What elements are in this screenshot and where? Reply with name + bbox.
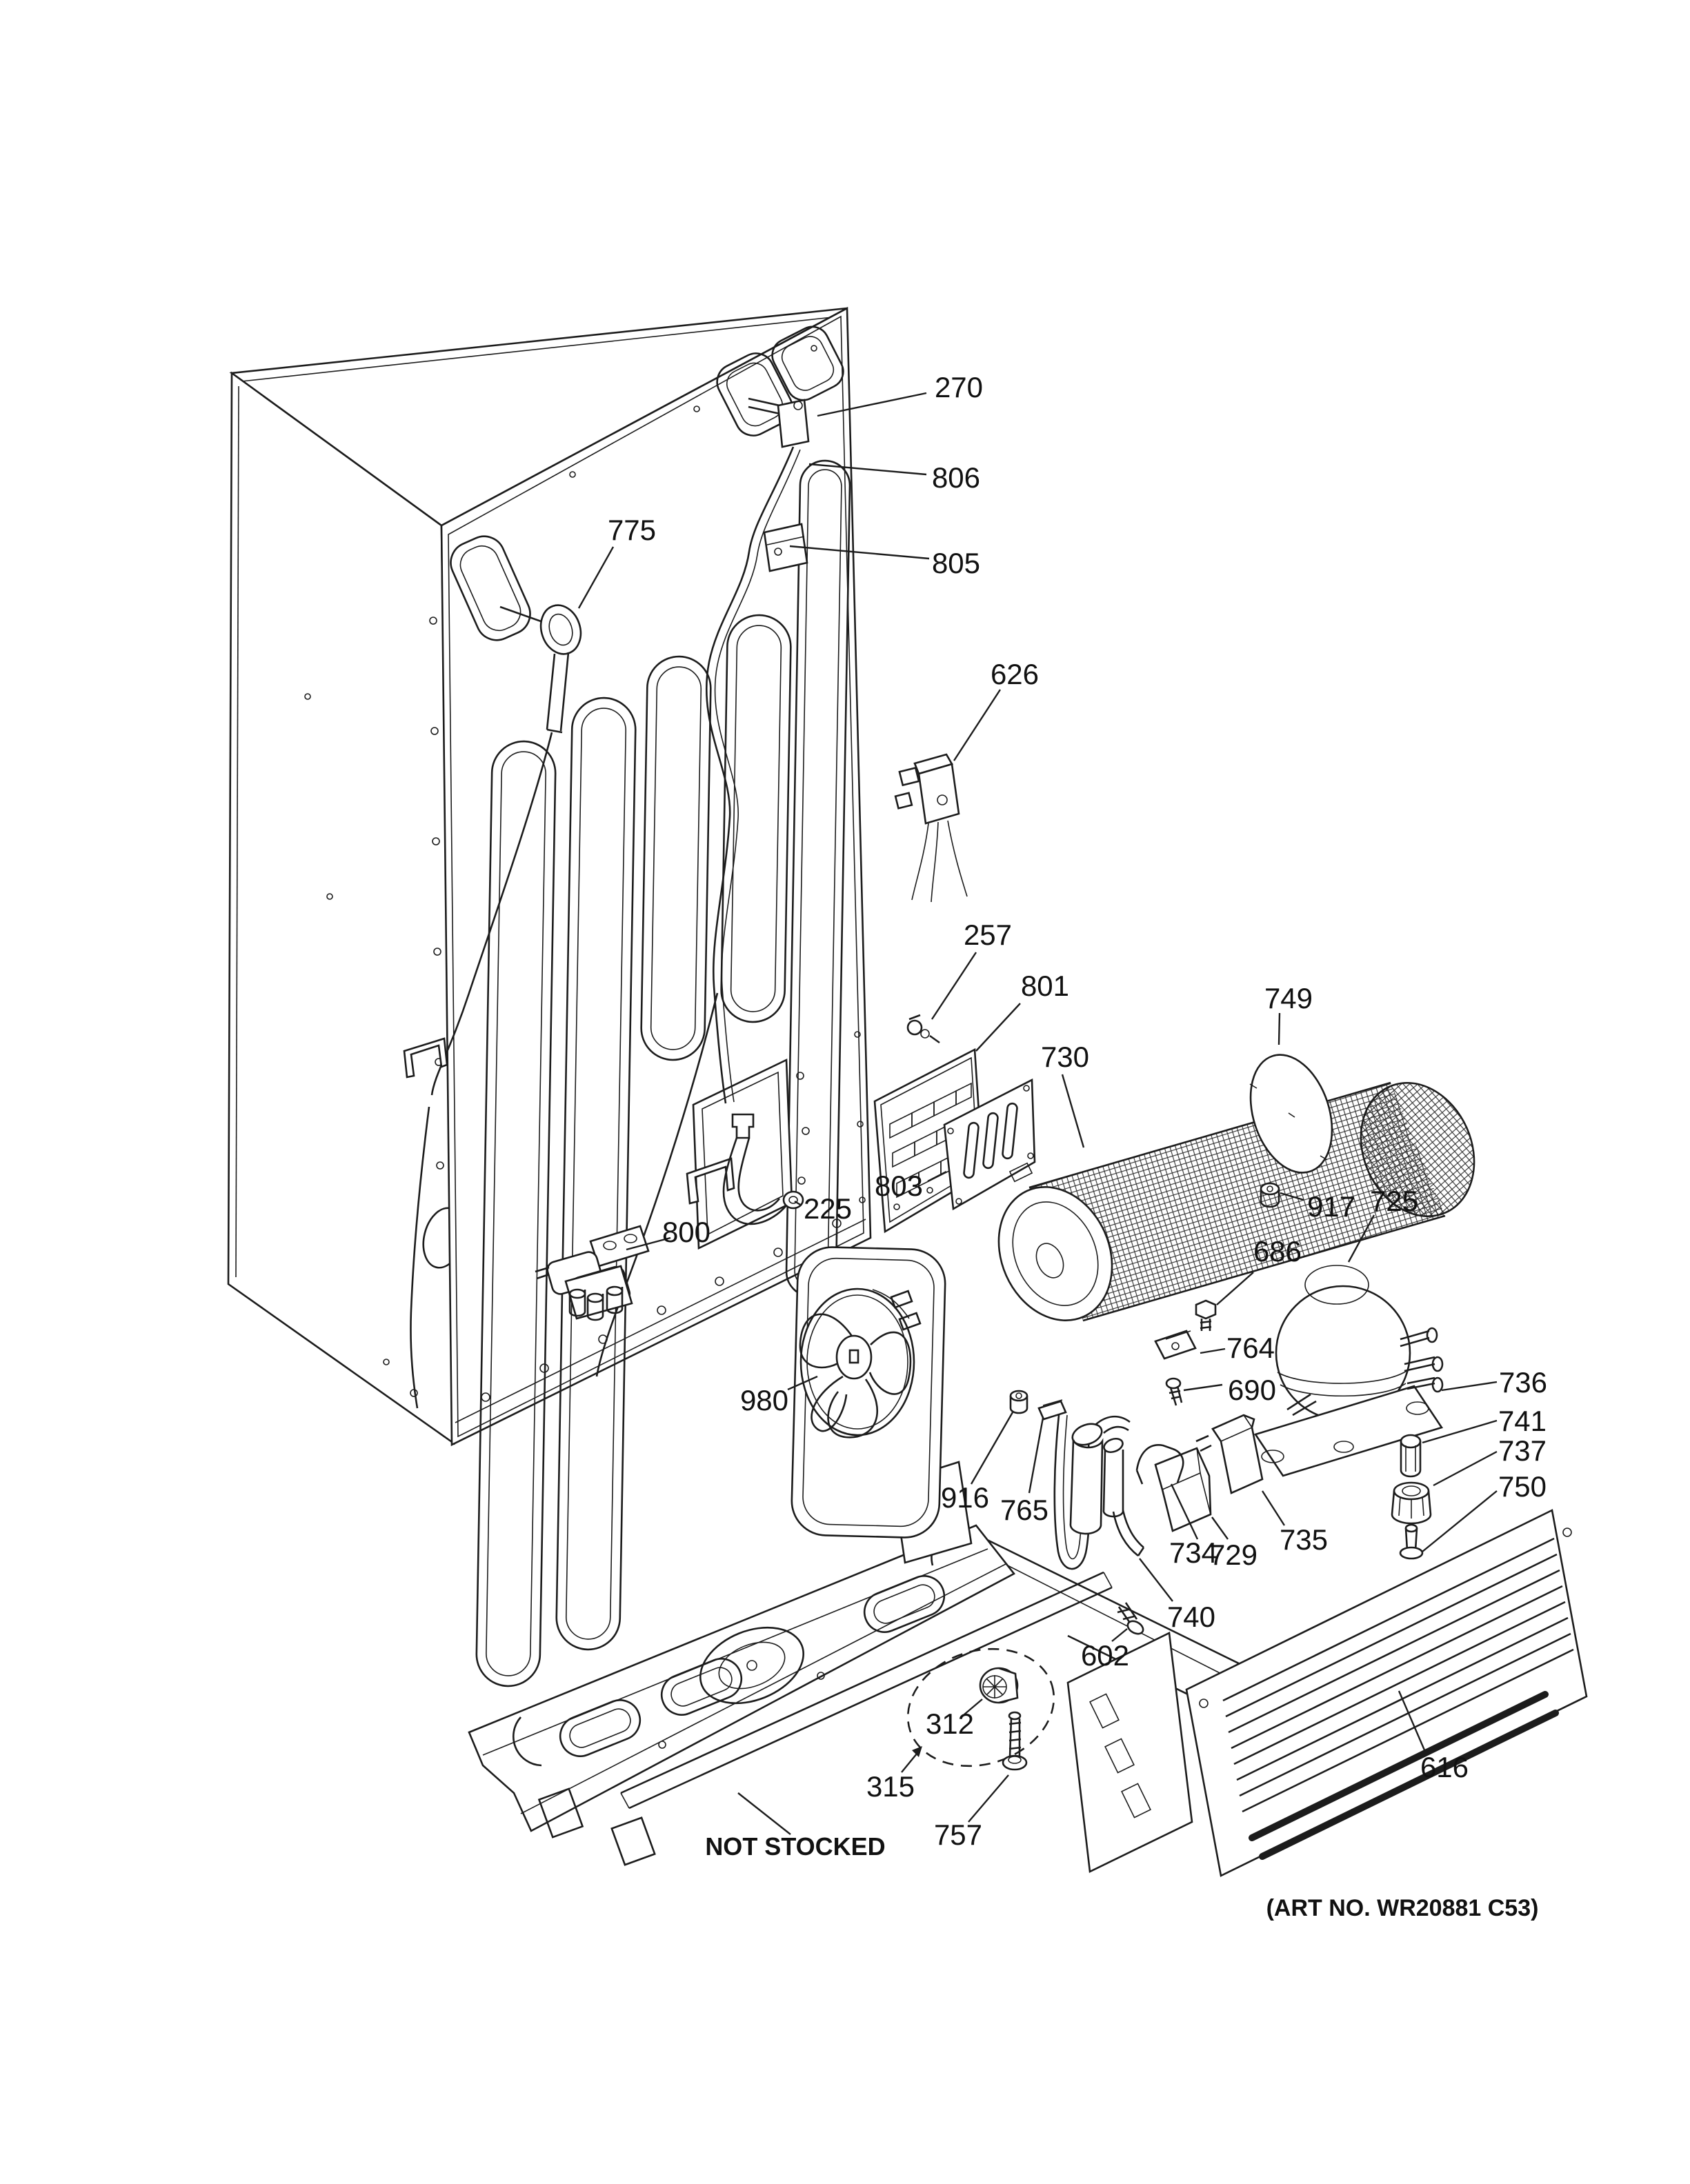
board-cover-803-part [943,1078,1036,1211]
callout-616: 616 [1420,1751,1469,1783]
bracket-765-part [1037,1399,1067,1421]
compressor-725-part [1253,1265,1444,1477]
clamp-734-part [1135,1444,1184,1485]
callout-686: 686 [1253,1235,1302,1268]
art-number: (ART NO. WR20881 C53) [1266,1895,1539,1921]
callout-757: 757 [934,1819,982,1851]
callout-725: 725 [1370,1185,1418,1217]
tube-clip-left [403,1037,448,1079]
callout-270: 270 [935,371,983,403]
callout-225: 225 [804,1192,852,1225]
water-valve-800-part [535,1225,650,1321]
callout-737: 737 [1498,1434,1547,1467]
condenser-730-part [997,1081,1475,1322]
cabinet-left-wall [227,371,455,1445]
callout-736: 736 [1499,1366,1547,1399]
callout-labels: 270 806 805 775 626 257 801 730 803 749 … [608,371,1547,1851]
callout-312: 312 [926,1707,974,1740]
callout-741: 741 [1498,1405,1547,1437]
rear-grille-616-part [1185,1509,1588,1877]
tray-embossing [513,1528,954,1767]
screw-757-part [1002,1711,1028,1771]
callout-803: 803 [875,1170,923,1202]
bushing-312-part [906,1647,1055,1767]
callout-735: 735 [1280,1523,1328,1556]
heater-wire [410,732,553,1409]
relay-735-part [1195,1414,1264,1494]
cover-plate-749-part [1249,1054,1333,1174]
grommet-737-part [1391,1481,1432,1525]
callout-917: 917 [1307,1190,1355,1223]
callout-626: 626 [991,658,1039,690]
callout-806: 806 [932,461,980,494]
callout-800: 800 [662,1216,710,1248]
clip-805-part [763,523,808,572]
not-stocked-stamp: NOT STOCKED [705,1832,885,1861]
grommet-270-part [748,397,810,448]
panel-cutout-left [450,535,531,641]
callout-801: 801 [1021,970,1069,1002]
stud-750-part [1399,1523,1424,1560]
callout-734: 734 [1169,1536,1217,1569]
fan-assembly-980-part [791,1246,973,1564]
bracket-764-part [1154,1330,1197,1360]
bolt-686-part [1195,1299,1217,1331]
switch-626-part [894,753,968,903]
panel-cutout-right [771,325,844,401]
callout-775: 775 [608,514,656,546]
callout-765: 765 [1000,1494,1048,1526]
callout-749: 749 [1264,982,1313,1014]
grommet-775-part [499,604,582,734]
bottom-tray [468,1524,1015,1866]
leader-lines [577,392,1498,1835]
bottom-rail-315-part [620,1571,1113,1810]
callout-730: 730 [1041,1041,1089,1073]
sensor-257-part [906,1014,940,1044]
screw-602-part [1117,1602,1144,1635]
screw-690-part [1165,1377,1183,1406]
callout-750: 750 [1498,1470,1547,1503]
callout-740: 740 [1167,1601,1215,1633]
callout-690: 690 [1228,1374,1276,1406]
callout-602: 602 [1081,1639,1129,1672]
mount-741-part [1400,1434,1422,1478]
callout-805: 805 [932,547,980,579]
hose-225-part [722,1113,804,1225]
callout-916: 916 [941,1481,989,1514]
grille-mount-bracket [1066,1632,1193,1873]
callout-315: 315 [866,1770,915,1803]
tube-clip-mid [686,1157,735,1205]
callout-764: 764 [1226,1332,1275,1364]
callout-729: 729 [1209,1539,1257,1571]
callout-980: 980 [740,1384,788,1416]
panel-cutout-center [716,352,793,437]
capacitor-729-part [1154,1447,1212,1532]
cabinet-back-view [227,306,872,1687]
grommet-916-part [1009,1390,1028,1414]
drier-740-part [1053,1414,1145,1570]
callout-257: 257 [964,919,1012,951]
grommet-917-part [1260,1182,1280,1208]
